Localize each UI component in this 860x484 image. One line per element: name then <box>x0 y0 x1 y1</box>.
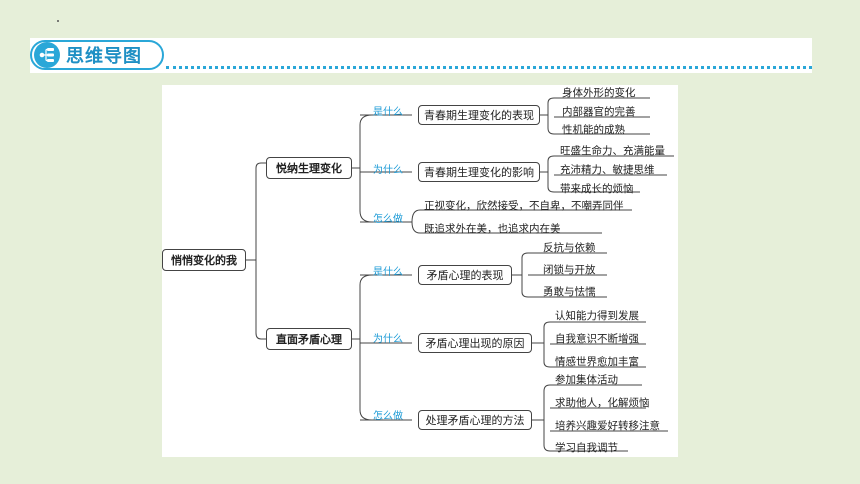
box-psych-cause: 矛盾心理出现的原因 <box>418 333 532 353</box>
tag-how: 怎么做 <box>373 411 403 422</box>
leaf-item: 勇敢与怯懦 <box>543 286 596 298</box>
leaf-item: 求助他人，化解烦恼 <box>555 397 650 409</box>
section-badge: 思维导图 <box>30 40 164 70</box>
leaf-item: 旺盛生命力、充满能量 <box>560 145 665 157</box>
box-physical-manifestation: 青春期生理变化的表现 <box>418 105 540 125</box>
box-psych-manifestation: 矛盾心理的表现 <box>418 265 512 285</box>
mind-map-canvas: 悄悄变化的我 悦纳生理变化 直面矛盾心理 是什么 为什么 怎么做 青春期生理变化… <box>162 85 678 457</box>
leaf-item: 情感世界愈加丰富 <box>555 356 639 368</box>
leaf-item: 闭锁与开放 <box>543 264 596 276</box>
tag-why: 为什么 <box>373 165 403 176</box>
section-node-physical: 悦纳生理变化 <box>266 157 352 179</box>
leaf-item: 身体外形的变化 <box>562 87 636 99</box>
leaf-item: 既追求外在美，也追求内在美 <box>424 223 561 235</box>
leaf-item: 认知能力得到发展 <box>555 310 639 322</box>
leaf-item: 带来成长的烦恼 <box>560 183 634 195</box>
leaf-item: 学习自我调节 <box>555 442 618 454</box>
leaf-item: 内部器官的完善 <box>562 106 636 118</box>
tag-why: 为什么 <box>373 334 403 345</box>
mind-map-icon <box>34 42 60 68</box>
tag-what: 是什么 <box>373 107 403 118</box>
leaf-item: 参加集体活动 <box>555 374 618 386</box>
leaf-item: 培养兴趣爱好转移注意 <box>555 420 660 432</box>
leaf-item: 充沛精力、敏捷思维 <box>560 164 655 176</box>
leaf-item: 性机能的成熟 <box>562 124 625 136</box>
tag-what: 是什么 <box>373 267 403 278</box>
box-physical-impact: 青春期生理变化的影响 <box>418 162 540 182</box>
section-title: 思维导图 <box>66 46 142 67</box>
box-psych-method: 处理矛盾心理的方法 <box>418 410 532 430</box>
connector-lines <box>246 97 674 452</box>
leaf-item: 自我意识不断增强 <box>555 333 639 345</box>
section-node-psychological: 直面矛盾心理 <box>266 328 352 350</box>
decorative-dot <box>57 20 59 22</box>
leaf-item: 正视变化，欣然接受，不自卑，不嘲弄同伴 <box>424 200 624 212</box>
tag-how: 怎么做 <box>373 214 403 225</box>
root-node: 悄悄变化的我 <box>162 249 246 271</box>
leaf-item: 反抗与依赖 <box>543 242 596 254</box>
dotted-divider <box>166 66 812 69</box>
